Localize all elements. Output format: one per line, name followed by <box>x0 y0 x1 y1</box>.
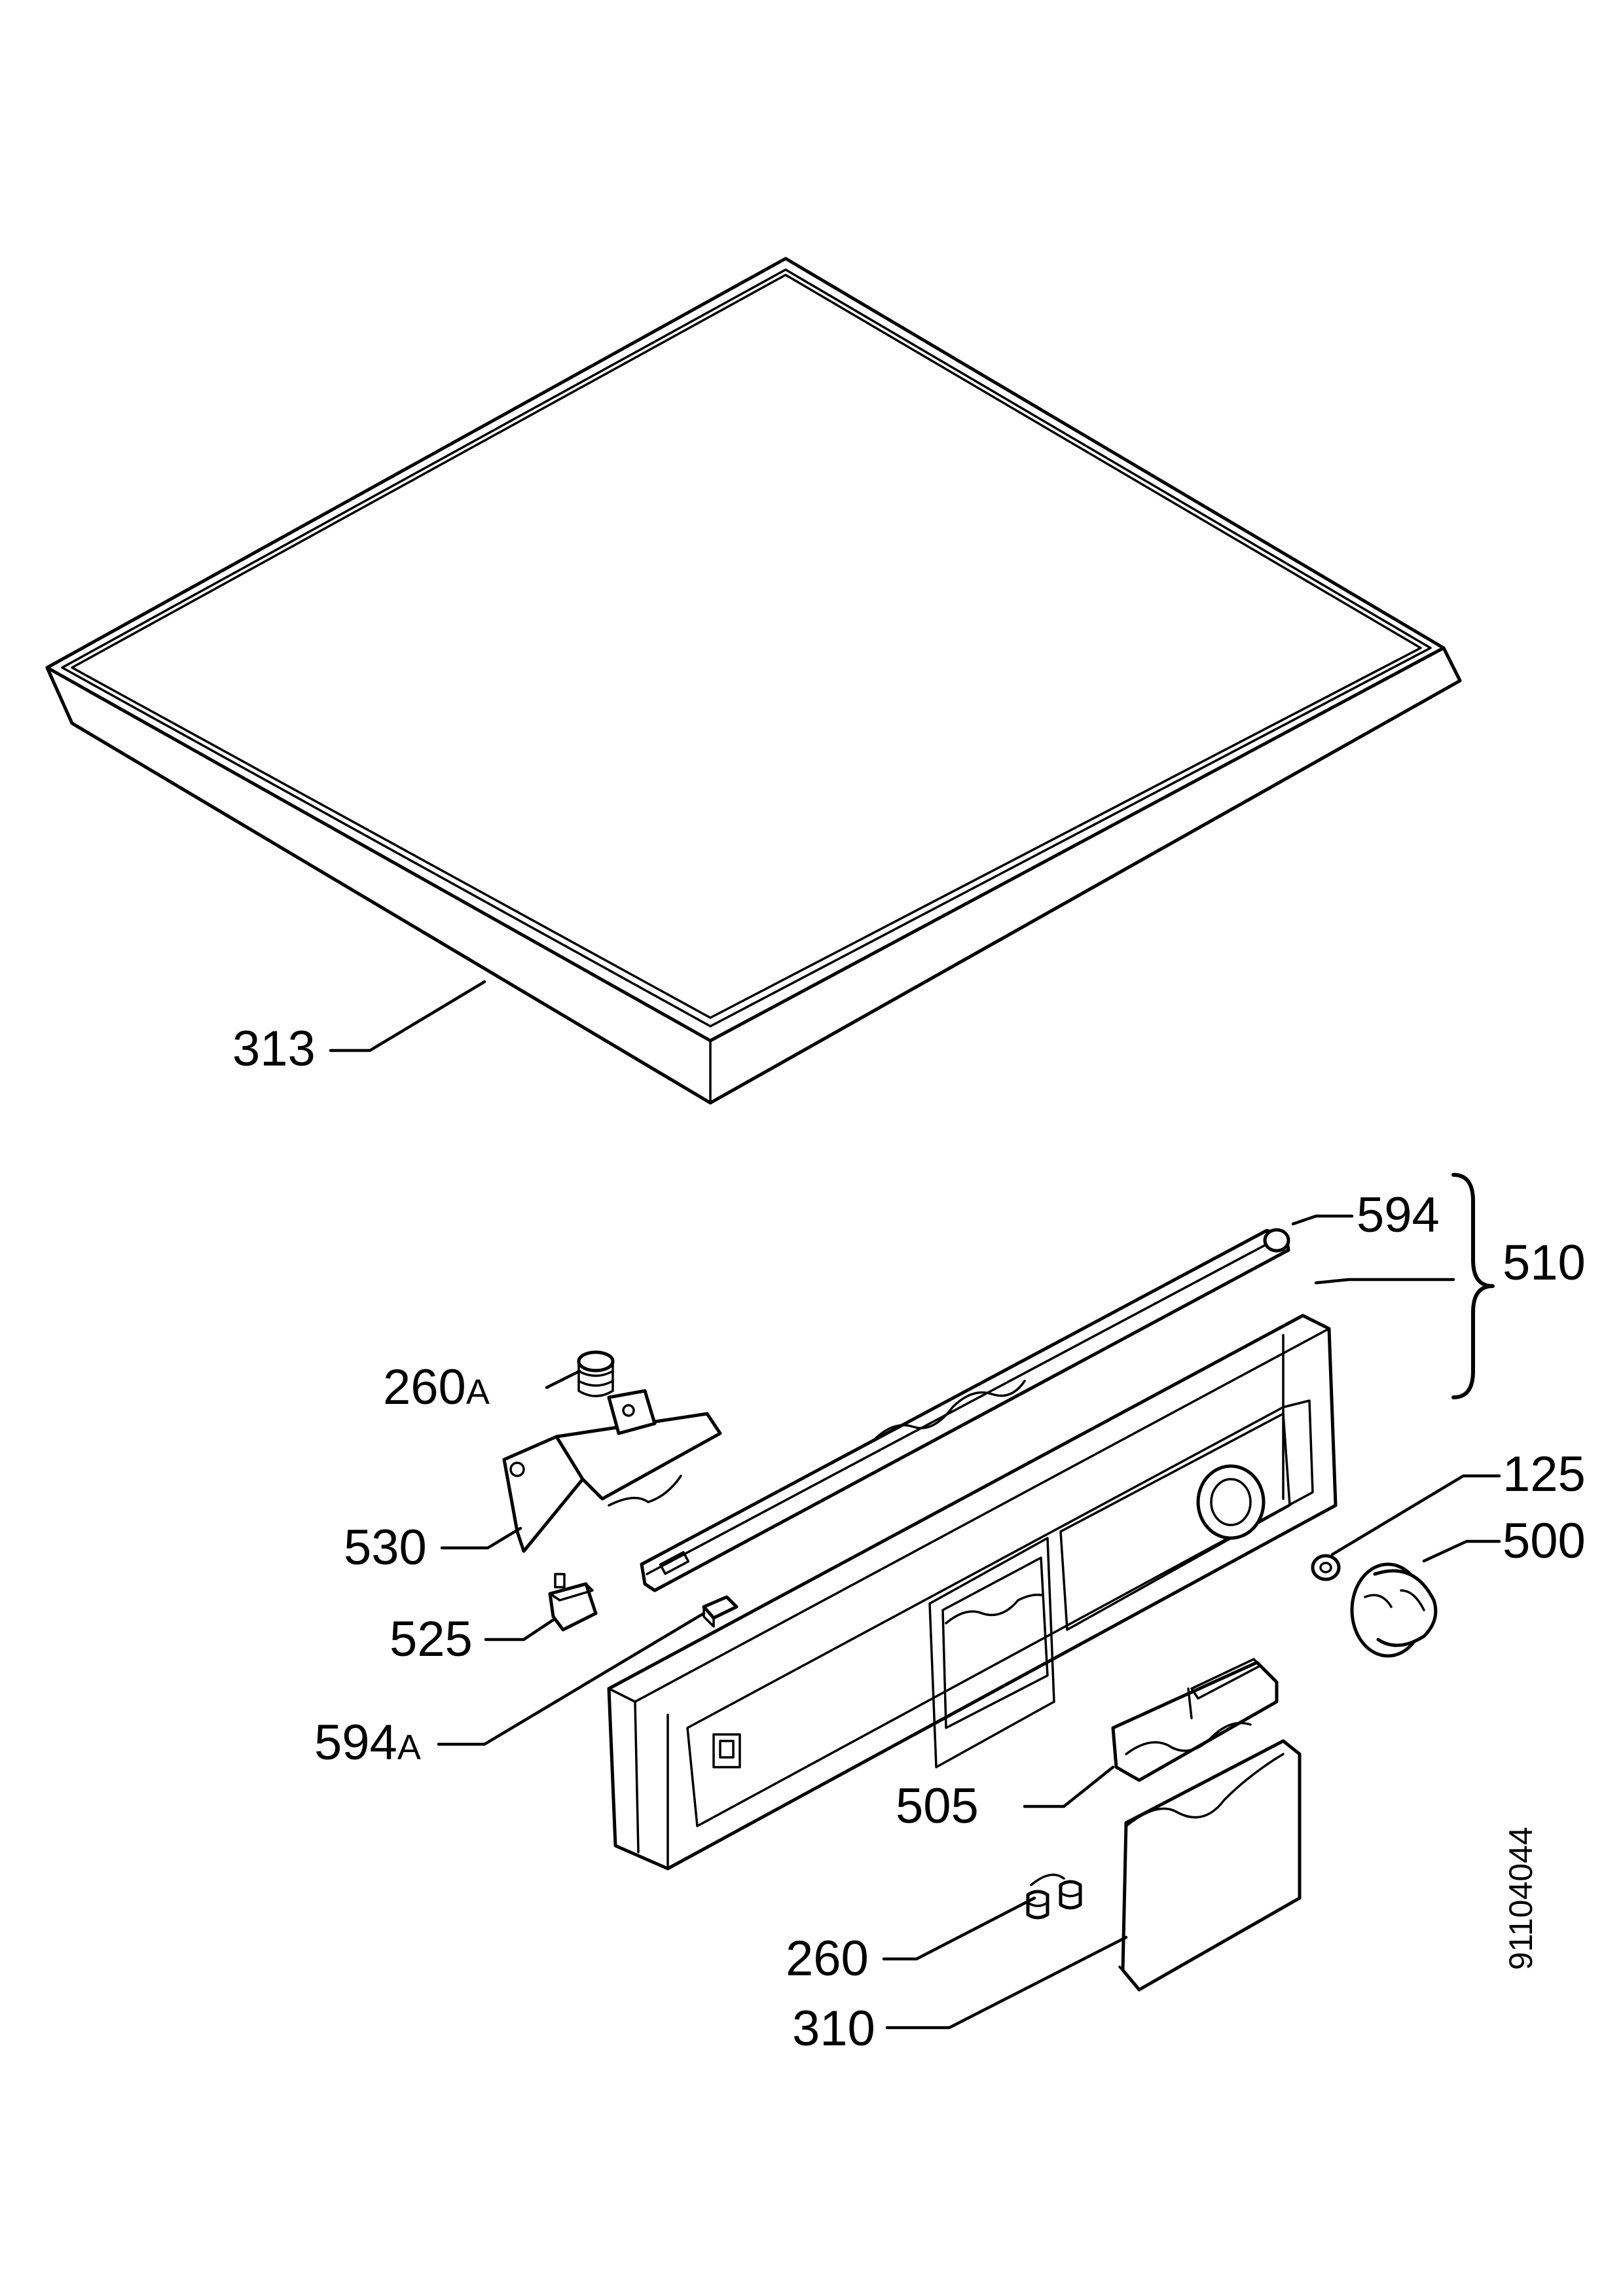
label-505: 505 <box>896 1778 979 1834</box>
leader-594 <box>1291 1214 1354 1226</box>
leader-505 <box>1023 1765 1115 1808</box>
label-594: 594 <box>1357 1187 1440 1243</box>
spring-260a <box>577 1350 615 1397</box>
label-310: 310 <box>792 2001 875 2056</box>
nut-125 <box>1311 1554 1341 1581</box>
knob-500 <box>1350 1562 1438 1658</box>
leader-510 <box>1314 1278 1455 1285</box>
label-313: 313 <box>232 1021 316 1077</box>
part-labels: 313 594 510 260A 530 125 500 525 594A 50… <box>232 1021 1586 2056</box>
bracket-530 <box>502 1389 722 1553</box>
leader-125 <box>1330 1474 1501 1556</box>
label-525: 525 <box>390 1611 473 1667</box>
leader-594a <box>437 1611 706 1746</box>
trim-strip-594 <box>640 1228 1290 1592</box>
label-260: 260 <box>786 1931 869 1986</box>
label-125: 125 <box>1503 1446 1586 1502</box>
brace-510 <box>1451 1173 1495 1399</box>
leader-525 <box>484 1618 555 1641</box>
document-number: 91104044 <box>1503 1827 1539 1970</box>
leader-313 <box>329 980 486 1052</box>
top-lid-313 <box>45 257 1462 1105</box>
switch-525 <box>548 1573 598 1632</box>
leader-260 <box>882 1896 1036 1961</box>
control-panel-510 <box>607 1314 1338 1871</box>
label-500: 500 <box>1503 1513 1586 1569</box>
handle-bracket-505 <box>1111 1658 1279 1782</box>
label-530: 530 <box>344 1520 427 1575</box>
leader-530 <box>440 1526 522 1550</box>
label-260a: 260A <box>383 1359 490 1415</box>
label-510: 510 <box>1503 1235 1586 1291</box>
leader-310 <box>885 1935 1128 2030</box>
leader-260a <box>545 1369 581 1390</box>
leader-500 <box>1422 1539 1501 1563</box>
springs-260 <box>1026 1873 1082 1920</box>
leader-lines <box>329 980 1501 2030</box>
label-594a: 594A <box>314 1715 421 1770</box>
flap-310 <box>1118 1739 1302 1992</box>
